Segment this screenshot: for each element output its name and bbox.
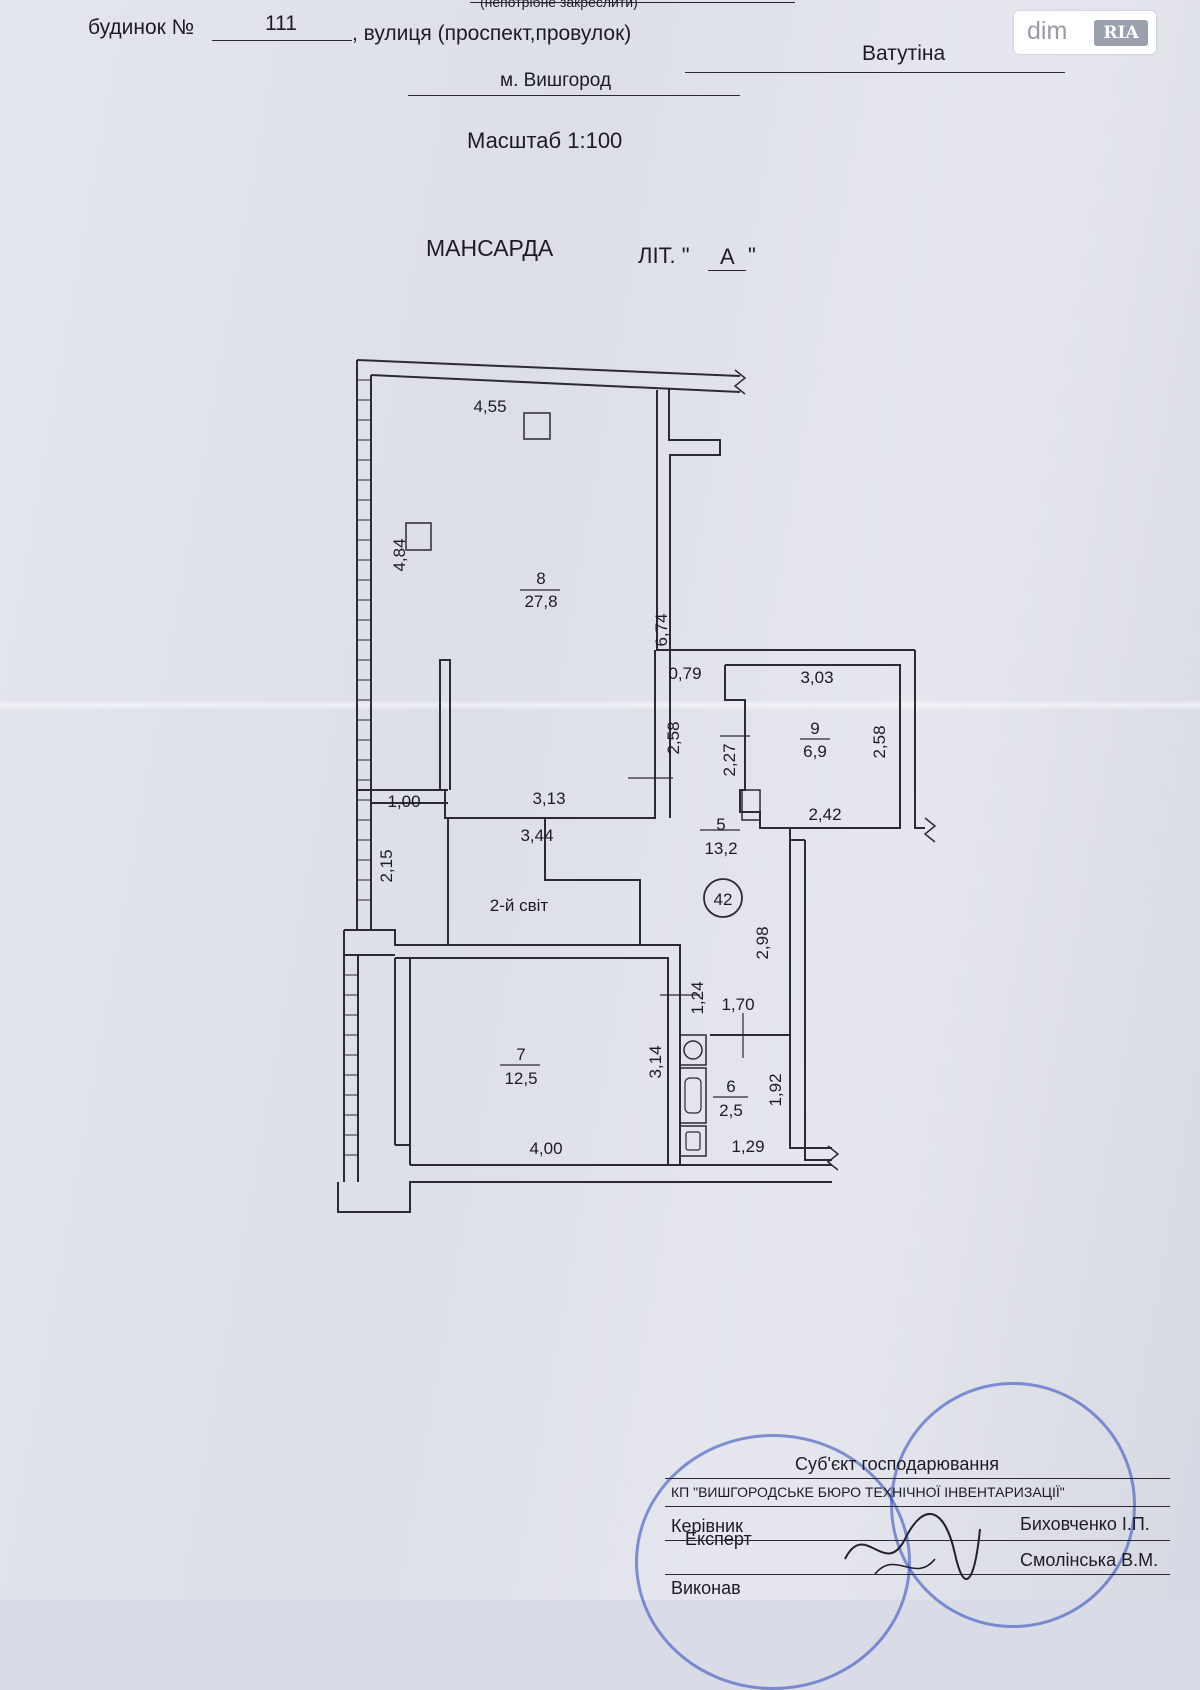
letter-value: А bbox=[720, 244, 735, 269]
apartment-number-circle bbox=[703, 878, 743, 918]
outer-wall-left bbox=[356, 360, 372, 930]
paper-fold bbox=[0, 700, 1200, 710]
stamp-head-label: Керівник bbox=[671, 1516, 743, 1536]
house-number-line bbox=[212, 40, 352, 41]
room-6-number: 6 bbox=[726, 1077, 735, 1096]
stamp-subject: Суб'єкт господарювання bbox=[795, 1454, 1000, 1474]
signature bbox=[844, 1513, 981, 1580]
room-8-number: 8 bbox=[536, 569, 545, 588]
second-light-walls bbox=[357, 789, 641, 945]
dim-2-42: 2,42 bbox=[808, 805, 841, 824]
dimria-logo: dim RIA bbox=[1014, 11, 1156, 54]
dim-4-55: 4,55 bbox=[473, 397, 506, 416]
dim-3-13: 3,13 bbox=[532, 789, 565, 808]
paper-background bbox=[0, 0, 1200, 1600]
dim-2-58-left: 2,58 bbox=[664, 721, 683, 754]
letter-close: " bbox=[748, 243, 756, 268]
street-name: Ватутіна bbox=[862, 42, 946, 65]
second-light-label: 2-й світ bbox=[490, 896, 549, 915]
top-note: (непотрібне закреслити) bbox=[480, 0, 638, 10]
dim-2-98: 2,98 bbox=[753, 926, 772, 959]
area-fraction-lines bbox=[500, 589, 830, 1098]
stamp-line-1 bbox=[665, 1478, 1170, 1479]
room-9-number: 9 bbox=[810, 719, 819, 738]
logo-dim-text: dim bbox=[1027, 17, 1068, 45]
dim-0-79: 0,79 bbox=[668, 664, 701, 683]
floor-title: МАНСАРДА bbox=[426, 235, 554, 261]
room-7-area: 12,5 bbox=[504, 1069, 537, 1088]
dim-3-03: 3,03 bbox=[800, 668, 833, 687]
dim-4-84: 4,84 bbox=[390, 538, 409, 571]
dim-2-15: 2,15 bbox=[377, 849, 396, 882]
dim-1-92: 1,92 bbox=[766, 1073, 785, 1106]
stamp-line-2 bbox=[665, 1506, 1170, 1507]
city-line bbox=[408, 95, 740, 96]
stamp-line-3 bbox=[665, 1540, 1170, 1541]
dim-1-24: 1,24 bbox=[688, 981, 707, 1014]
room-9-walls bbox=[724, 650, 937, 843]
dim-3-14: 3,14 bbox=[646, 1045, 665, 1078]
dim-2-58-right: 2,58 bbox=[870, 725, 889, 758]
stamp-exec-name: Смолінська В.М. bbox=[1020, 1550, 1159, 1570]
stamp-line-4 bbox=[665, 1574, 1170, 1575]
dim-6-74: 6,74 bbox=[652, 613, 671, 646]
top-note-line bbox=[470, 2, 795, 3]
dim-3-44: 3,44 bbox=[520, 826, 553, 845]
dim-1-29: 1,29 bbox=[731, 1137, 764, 1156]
dim-1-70: 1,70 bbox=[721, 995, 754, 1014]
letter-underline bbox=[708, 270, 746, 271]
letter-label: ЛІТ. " bbox=[638, 243, 690, 268]
room-8-area: 27,8 bbox=[524, 592, 557, 611]
logo-ria-badge: RIA bbox=[1094, 20, 1148, 46]
dimension-ticks bbox=[628, 735, 750, 1058]
room-5-area: 13,2 bbox=[704, 839, 737, 858]
street-label: , вулиця (проспект,провулок) bbox=[352, 22, 632, 45]
room-5-walls bbox=[789, 828, 840, 1171]
vent-shaft-1 bbox=[523, 412, 551, 440]
house-number: 111 bbox=[265, 12, 297, 35]
stamp-exec-label: Виконав bbox=[671, 1578, 741, 1598]
stamp-block: Суб'єкт господарювання КП "ВИШГОРОДСЬКЕ … bbox=[635, 1382, 1170, 1690]
vent-shaft-2 bbox=[405, 522, 432, 551]
apartment-number: 42 bbox=[714, 890, 733, 909]
house-label: будинок № bbox=[88, 16, 195, 39]
dim-4-00: 4,00 bbox=[529, 1139, 562, 1158]
room-6-walls bbox=[679, 1034, 790, 1157]
floor-plan: 8 27,8 9 6,9 5 13,2 42 2-й світ 7 12,5 6… bbox=[337, 359, 937, 1213]
stamp-org: КП "ВИШГОРОДСЬКЕ БЮРО ТЕХНІЧНОЇ ІНВЕНТАР… bbox=[671, 1484, 1065, 1500]
room-6-area: 2,5 bbox=[719, 1101, 743, 1120]
street-name-line bbox=[685, 72, 1065, 73]
dim-2-27: 2,27 bbox=[720, 743, 739, 776]
room-5-number: 5 bbox=[716, 815, 725, 834]
room-7-walls bbox=[337, 929, 832, 1213]
scale-label: Масштаб 1:100 bbox=[467, 128, 623, 153]
outer-wall-top bbox=[356, 359, 747, 395]
stamp-expert: Експерт bbox=[685, 1529, 752, 1549]
dim-1-00: 1,00 bbox=[387, 792, 420, 811]
stamp-head-name: Биховченко І.П. bbox=[1020, 1514, 1150, 1534]
room-7-number: 7 bbox=[516, 1045, 525, 1064]
room-9-area: 6,9 bbox=[803, 742, 827, 761]
city: м. Вишгород bbox=[500, 70, 612, 91]
